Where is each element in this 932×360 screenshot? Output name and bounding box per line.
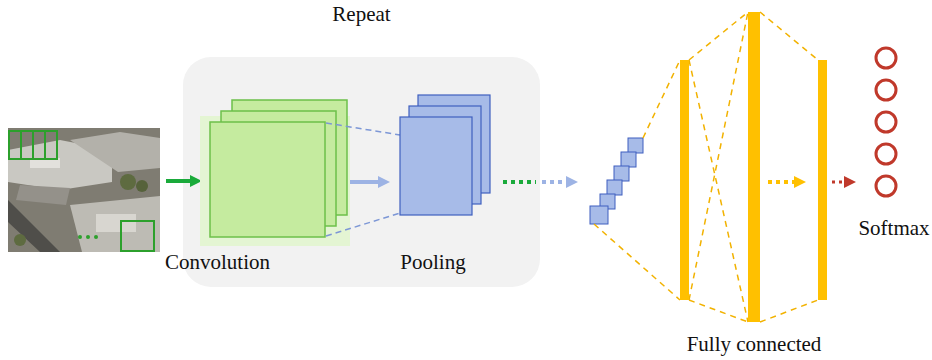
dense-link (689, 12, 748, 60)
small-map (621, 152, 636, 167)
kernel-window (121, 221, 154, 251)
ellipsis-dot (94, 235, 98, 239)
layer-label: Softmax (858, 216, 929, 240)
small-map (607, 180, 622, 195)
layer-label: Fully connected (687, 332, 822, 356)
softmax-output: Softmax (856, 40, 932, 240)
ellipsis-dot (86, 235, 90, 239)
dense-link (689, 12, 748, 300)
dense-link (689, 60, 748, 322)
dense-link (689, 300, 748, 322)
small-map (614, 166, 629, 181)
dense-link (594, 224, 680, 300)
kernel-window (33, 131, 57, 159)
layer-label: Convolution (165, 250, 270, 274)
output-unit (876, 48, 896, 68)
photo-ground (8, 128, 160, 252)
fully-connected-layers: Fully connected (676, 6, 832, 356)
input-arrow (166, 179, 196, 183)
repeat-dotted-arrow (542, 180, 572, 184)
photo-tree (136, 180, 148, 192)
aerial-photo (8, 128, 160, 252)
photo-tree (120, 174, 136, 190)
projection-line (326, 213, 400, 236)
flow-arrow (832, 181, 850, 184)
dense-link (760, 12, 818, 60)
dense-layer-bar (818, 60, 827, 300)
dense-layer-bar (748, 12, 760, 322)
ellipsis-dot (78, 235, 82, 239)
pooled-map (400, 117, 472, 215)
convolution-layer: Convolution (165, 92, 350, 274)
pooling-layer: Pooling (390, 92, 476, 274)
output-unit (876, 80, 896, 100)
photo-lot (16, 185, 70, 205)
dense-layer-bar (680, 60, 689, 300)
photo-road (8, 200, 60, 252)
output-unit (876, 112, 896, 132)
feature-map (210, 122, 325, 237)
small-map (628, 138, 643, 153)
output-unit (876, 144, 896, 164)
dense-link (643, 60, 680, 138)
layer-label: Pooling (400, 250, 465, 274)
layer-label: Repeat (332, 2, 390, 26)
photo-building (70, 132, 160, 172)
photo-building (70, 196, 160, 252)
small-map (590, 206, 608, 224)
repeat-dotted-arrow (503, 180, 536, 184)
dense-dotted-arrow (768, 180, 800, 184)
projection-line (326, 123, 400, 135)
photo-roof (96, 214, 136, 232)
output-unit (876, 176, 896, 196)
photo-tree (14, 234, 26, 246)
dense-link (760, 300, 818, 322)
repeat-block: RepeatConvolutionPooling (183, 2, 540, 288)
flow-arrow (350, 180, 384, 184)
